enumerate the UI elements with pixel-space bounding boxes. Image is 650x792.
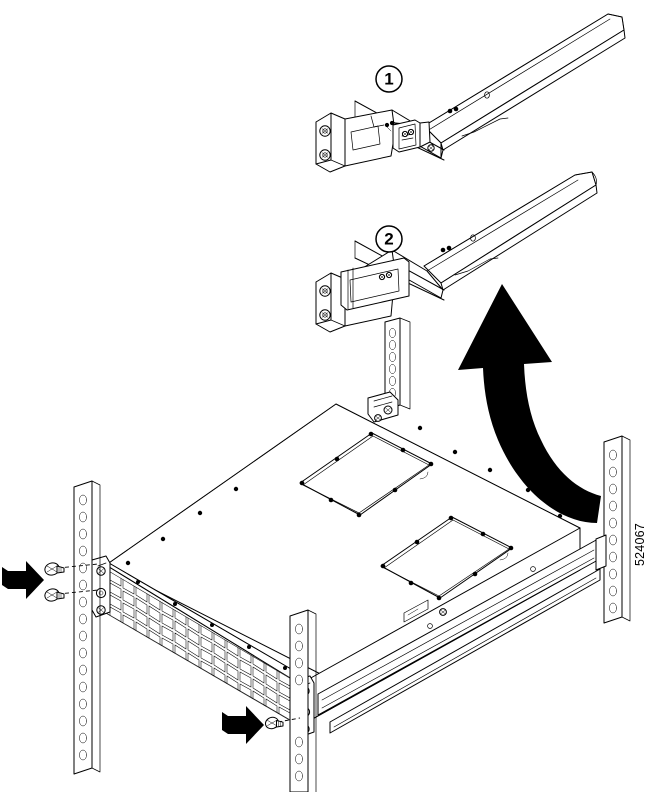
install-arrow-curved <box>458 284 601 523</box>
screw-guideline-right <box>277 717 301 723</box>
rack-post-rear-right <box>595 435 631 624</box>
rack-post-rear-left-holes <box>389 328 396 398</box>
rack-post-front-left <box>73 480 101 775</box>
rack-post-rear-left <box>384 317 411 411</box>
callout-1-circle <box>375 65 403 93</box>
rack-post-front-right-holes <box>295 623 303 782</box>
mounting-screw-front-right <box>264 716 284 730</box>
rail-upper-latch-screw-b <box>407 128 415 136</box>
chassis-rear-bracket <box>367 391 399 423</box>
rail-upper-front-bracket <box>315 109 396 173</box>
slide-rail-lower: 2 <box>315 171 598 333</box>
rail-lower-ear-screw-top <box>319 285 331 297</box>
rack-post-front-right <box>289 609 317 792</box>
rail-upper-latch-released <box>384 119 435 153</box>
rail-lower-latch-screw-b <box>385 271 393 279</box>
left-mounting-screws <box>2 561 99 602</box>
rail-upper-ear-screw-top <box>319 125 331 137</box>
callout-1: 1 <box>375 65 403 93</box>
right-mounting-screw <box>222 706 301 744</box>
figure-id-label: 524067 <box>633 523 647 566</box>
rail-upper-ear-screw-bottom <box>319 149 331 161</box>
rail-lower-outer-body <box>423 171 598 291</box>
callout-2-label: 2 <box>384 230 393 249</box>
rail-lower-ear-screw-bottom <box>319 309 331 321</box>
rail-upper-latch-screw-a <box>401 130 409 138</box>
rail-upper-latch-screw-c <box>427 144 435 152</box>
grille-cells <box>109 570 300 726</box>
chassis <box>91 403 601 738</box>
rack-post-front-left-holes <box>79 494 87 761</box>
callout-2: 2 <box>375 225 403 253</box>
chassis-front-left-ear <box>91 555 111 618</box>
figure-id: 524067 <box>633 523 647 566</box>
front-panel-grille <box>104 568 300 726</box>
mounting-screw-upper-left <box>44 562 65 576</box>
chassis-access-panel-2 <box>380 515 514 601</box>
rack-post-rear-right-holes <box>609 449 617 614</box>
chassis-top-screws <box>125 425 563 566</box>
install-arrow-right-screw <box>222 706 264 744</box>
slide-rail-upper: 1 <box>315 13 626 173</box>
mounting-screw-lower-left <box>44 588 65 602</box>
rail-lower-latch-engaged <box>340 257 410 311</box>
chassis-side-mounted-rail <box>317 538 601 734</box>
callout-1-label: 1 <box>384 70 393 89</box>
chassis-access-panel-1 <box>299 431 434 518</box>
rail-lower-latch-screw-a <box>378 273 386 281</box>
callout-2-circle <box>375 225 403 253</box>
install-arrow-left-screw <box>2 561 44 599</box>
